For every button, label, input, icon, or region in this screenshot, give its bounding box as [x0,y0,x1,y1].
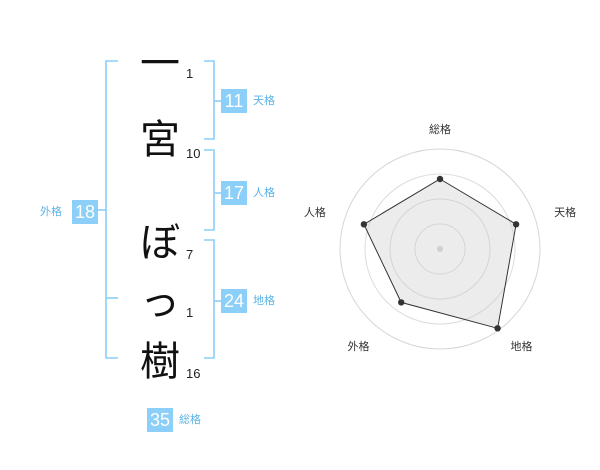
name-char-5: 樹 [140,339,180,385]
tenkaku-label: 天格 [253,94,275,107]
gaikaku-value: 18 [72,200,98,224]
soukaku-label: 総格 [179,413,201,426]
radar-point-2 [512,221,520,228]
radar-point-5 [360,221,368,228]
chikaku-value: 24 [221,289,247,313]
chikaku-bracket [204,239,215,359]
radar-axis-label-4: 外格 [348,339,370,353]
tenkaku-bracket [204,60,215,140]
radar-point-4 [398,299,405,306]
radar-series-polygon [363,178,517,329]
name-char-4: っ [140,279,180,325]
name-char-1: 一 [140,41,180,87]
radar-ring-2 [389,198,491,300]
stroke-count-4: 1 [186,305,194,320]
name-char-3: ぼ [140,220,180,266]
jinkaku-label: 人格 [253,186,275,199]
chikaku-label: 地格 [253,294,275,307]
radar-ring-3 [364,173,516,325]
jinkaku-bracket [204,149,215,231]
tenkaku-value: 11 [221,89,247,113]
radar-center-point [437,246,443,252]
radar-axis-label-5: 人格 [304,205,326,219]
radar-axis-label-2: 天格 [554,205,576,219]
stroke-count-2: 10 [186,146,201,161]
radar-point-3 [494,325,501,332]
radar-axis-label-3: 地格 [511,339,533,353]
gaikaku-label: 外格 [40,205,62,218]
jinkaku-value: 17 [221,181,247,205]
stroke-count-3: 7 [186,247,194,262]
stroke-count-1: 1 [186,66,194,81]
radar-point-1 [436,175,444,183]
radar-axis-label-1: 総格 [429,122,451,136]
radar-ring-1 [414,223,466,275]
soukaku-value: 35 [147,408,173,432]
name-char-2: 宮 [140,117,180,163]
stroke-count-5: 16 [186,366,201,381]
